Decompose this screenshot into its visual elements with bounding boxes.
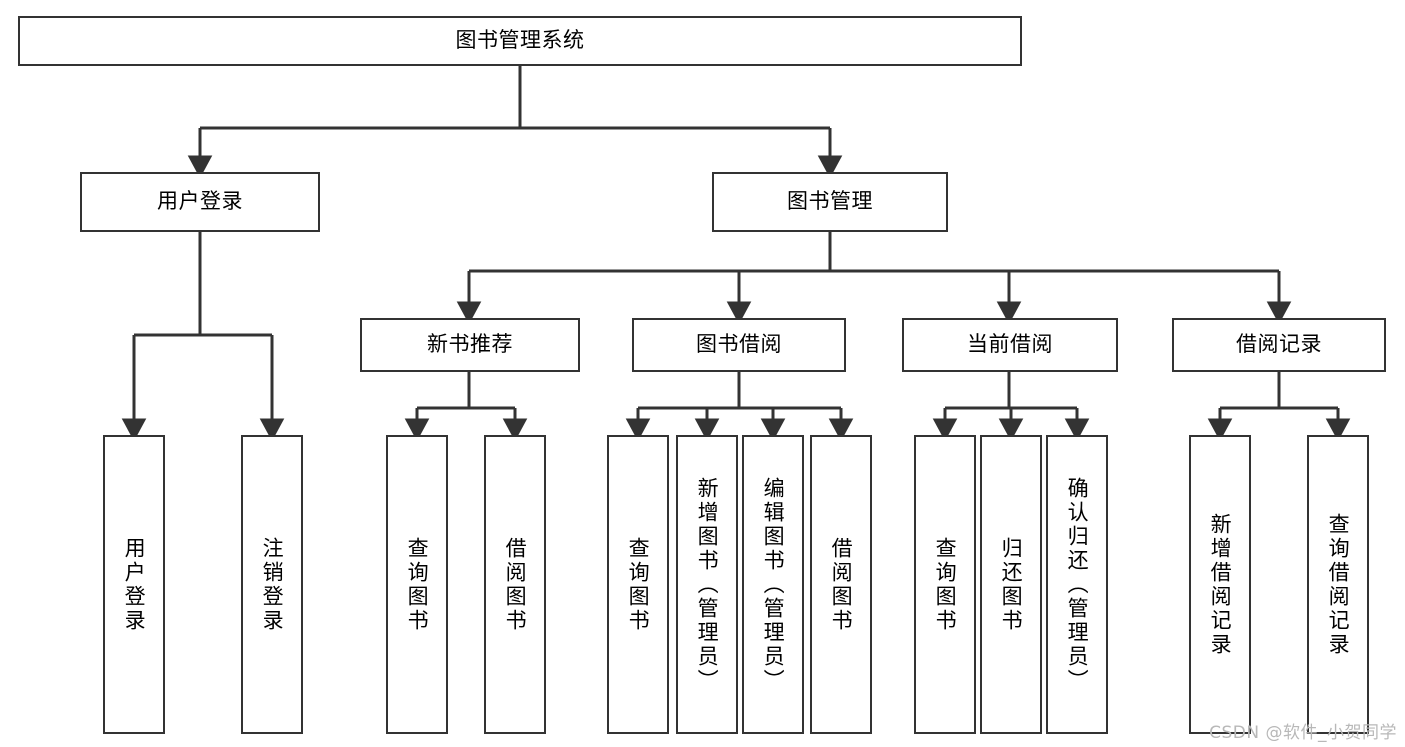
node-book-management[interactable]: 图书管理: [712, 172, 948, 232]
node-current-borrow[interactable]: 当前借阅: [902, 318, 1118, 372]
leaf-add-book-admin-label: 新增图书（管理员）: [695, 476, 720, 693]
leaf-add-book-admin[interactable]: 新增图书（管理员）: [676, 435, 738, 734]
leaf-edit-book-admin[interactable]: 编辑图书（管理员）: [742, 435, 804, 734]
node-user-login-label: 用户登录: [157, 189, 243, 214]
leaf-user-login-label: 用户登录: [122, 536, 147, 633]
leaf-query-book-borrow[interactable]: 查询图书: [607, 435, 669, 734]
leaf-borrow-book[interactable]: 借阅图书: [810, 435, 872, 734]
node-book-borrow-label: 图书借阅: [696, 332, 782, 357]
leaf-borrow-book-label: 借阅图书: [829, 536, 854, 633]
node-book-borrow[interactable]: 图书借阅: [632, 318, 846, 372]
leaf-return-book[interactable]: 归还图书: [980, 435, 1042, 734]
leaf-borrow-book-recommend[interactable]: 借阅图书: [484, 435, 546, 734]
leaf-edit-book-admin-label: 编辑图书（管理员）: [761, 476, 786, 693]
leaf-query-book-recommend-label: 查询图书: [405, 536, 430, 633]
leaf-user-login[interactable]: 用户登录: [103, 435, 165, 734]
node-borrow-record-label: 借阅记录: [1236, 332, 1322, 357]
node-current-borrow-label: 当前借阅: [967, 332, 1053, 357]
leaf-query-book-borrow-label: 查询图书: [626, 536, 651, 633]
leaf-borrow-book-recommend-label: 借阅图书: [503, 536, 528, 633]
leaf-query-book-recommend[interactable]: 查询图书: [386, 435, 448, 734]
leaf-query-borrow-record[interactable]: 查询借阅记录: [1307, 435, 1369, 734]
leaf-query-book-current[interactable]: 查询图书: [914, 435, 976, 734]
leaf-return-book-label: 归还图书: [999, 536, 1024, 633]
leaf-add-borrow-record[interactable]: 新增借阅记录: [1189, 435, 1251, 734]
leaf-query-borrow-record-label: 查询借阅记录: [1326, 512, 1351, 657]
node-user-login[interactable]: 用户登录: [80, 172, 320, 232]
csdn-watermark: CSDN @软件_小贺同学: [1209, 723, 1397, 743]
leaf-logout-label: 注销登录: [260, 536, 285, 633]
node-root[interactable]: 图书管理系统: [18, 16, 1022, 66]
node-root-label: 图书管理系统: [455, 28, 585, 53]
leaf-logout[interactable]: 注销登录: [241, 435, 303, 734]
leaf-add-borrow-record-label: 新增借阅记录: [1208, 512, 1233, 657]
node-new-book-recommend[interactable]: 新书推荐: [360, 318, 580, 372]
node-book-management-label: 图书管理: [787, 189, 873, 214]
leaf-query-book-current-label: 查询图书: [933, 536, 958, 633]
leaf-confirm-return-admin-label: 确认归还（管理员）: [1065, 476, 1090, 693]
leaf-confirm-return-admin[interactable]: 确认归还（管理员）: [1046, 435, 1108, 734]
node-new-book-recommend-label: 新书推荐: [427, 332, 513, 357]
node-borrow-record[interactable]: 借阅记录: [1172, 318, 1386, 372]
